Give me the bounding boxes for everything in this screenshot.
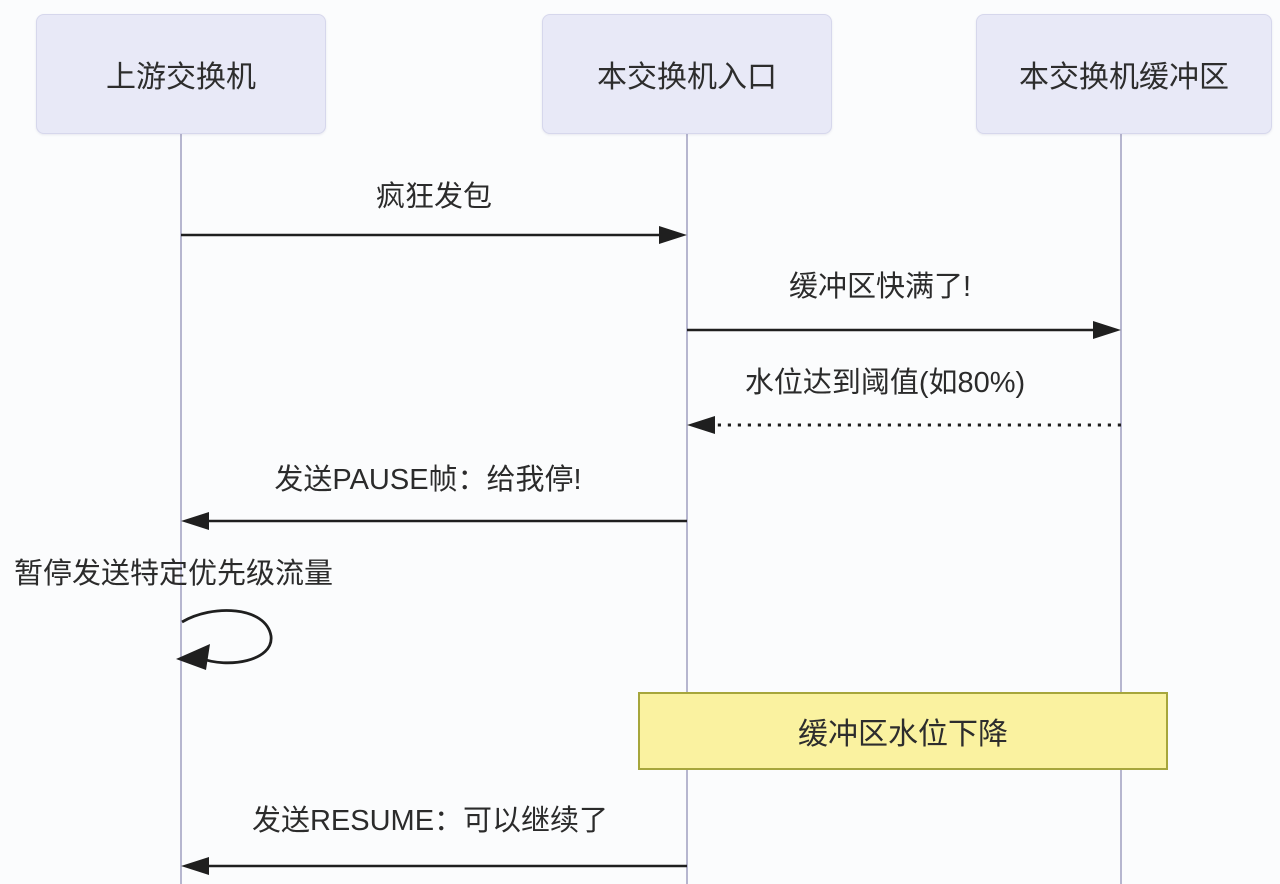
participant-label: 本交换机缓冲区	[1019, 61, 1229, 94]
participant-label: 本交换机入口	[597, 61, 777, 94]
message-arrow-crazy-sending	[181, 226, 687, 244]
message-label-pause-frame: 发送PAUSE帧：给我停!	[274, 464, 582, 496]
message-arrow-buffer-almost-full	[687, 321, 1121, 339]
participant-upstream-switch: 上游交换机	[36, 14, 326, 134]
message-label-crazy-sending: 疯狂发包	[375, 181, 493, 213]
participant-label: 上游交换机	[106, 61, 256, 94]
message-label-pause-traffic: 暂停发送特定优先级流量	[14, 558, 334, 590]
note-label: 缓冲区水位下降	[798, 718, 1008, 751]
message-label-resume: 发送RESUME：可以继续了	[251, 805, 609, 837]
message-arrow-watermark-threshold	[687, 416, 1121, 434]
message-label-watermark-threshold: 水位达到阈值(如80%)	[744, 367, 1026, 399]
note-buffer-watermark-drop: 缓冲区水位下降	[638, 692, 1168, 770]
message-arrow-pause-frame	[181, 512, 687, 530]
message-arrow-resume	[181, 857, 687, 875]
self-loop-arrow-pause-traffic	[176, 609, 273, 670]
message-label-buffer-almost-full: 缓冲区快满了!	[788, 271, 972, 303]
participant-switch-ingress: 本交换机入口	[542, 14, 832, 134]
participant-switch-buffer: 本交换机缓冲区	[976, 14, 1272, 134]
